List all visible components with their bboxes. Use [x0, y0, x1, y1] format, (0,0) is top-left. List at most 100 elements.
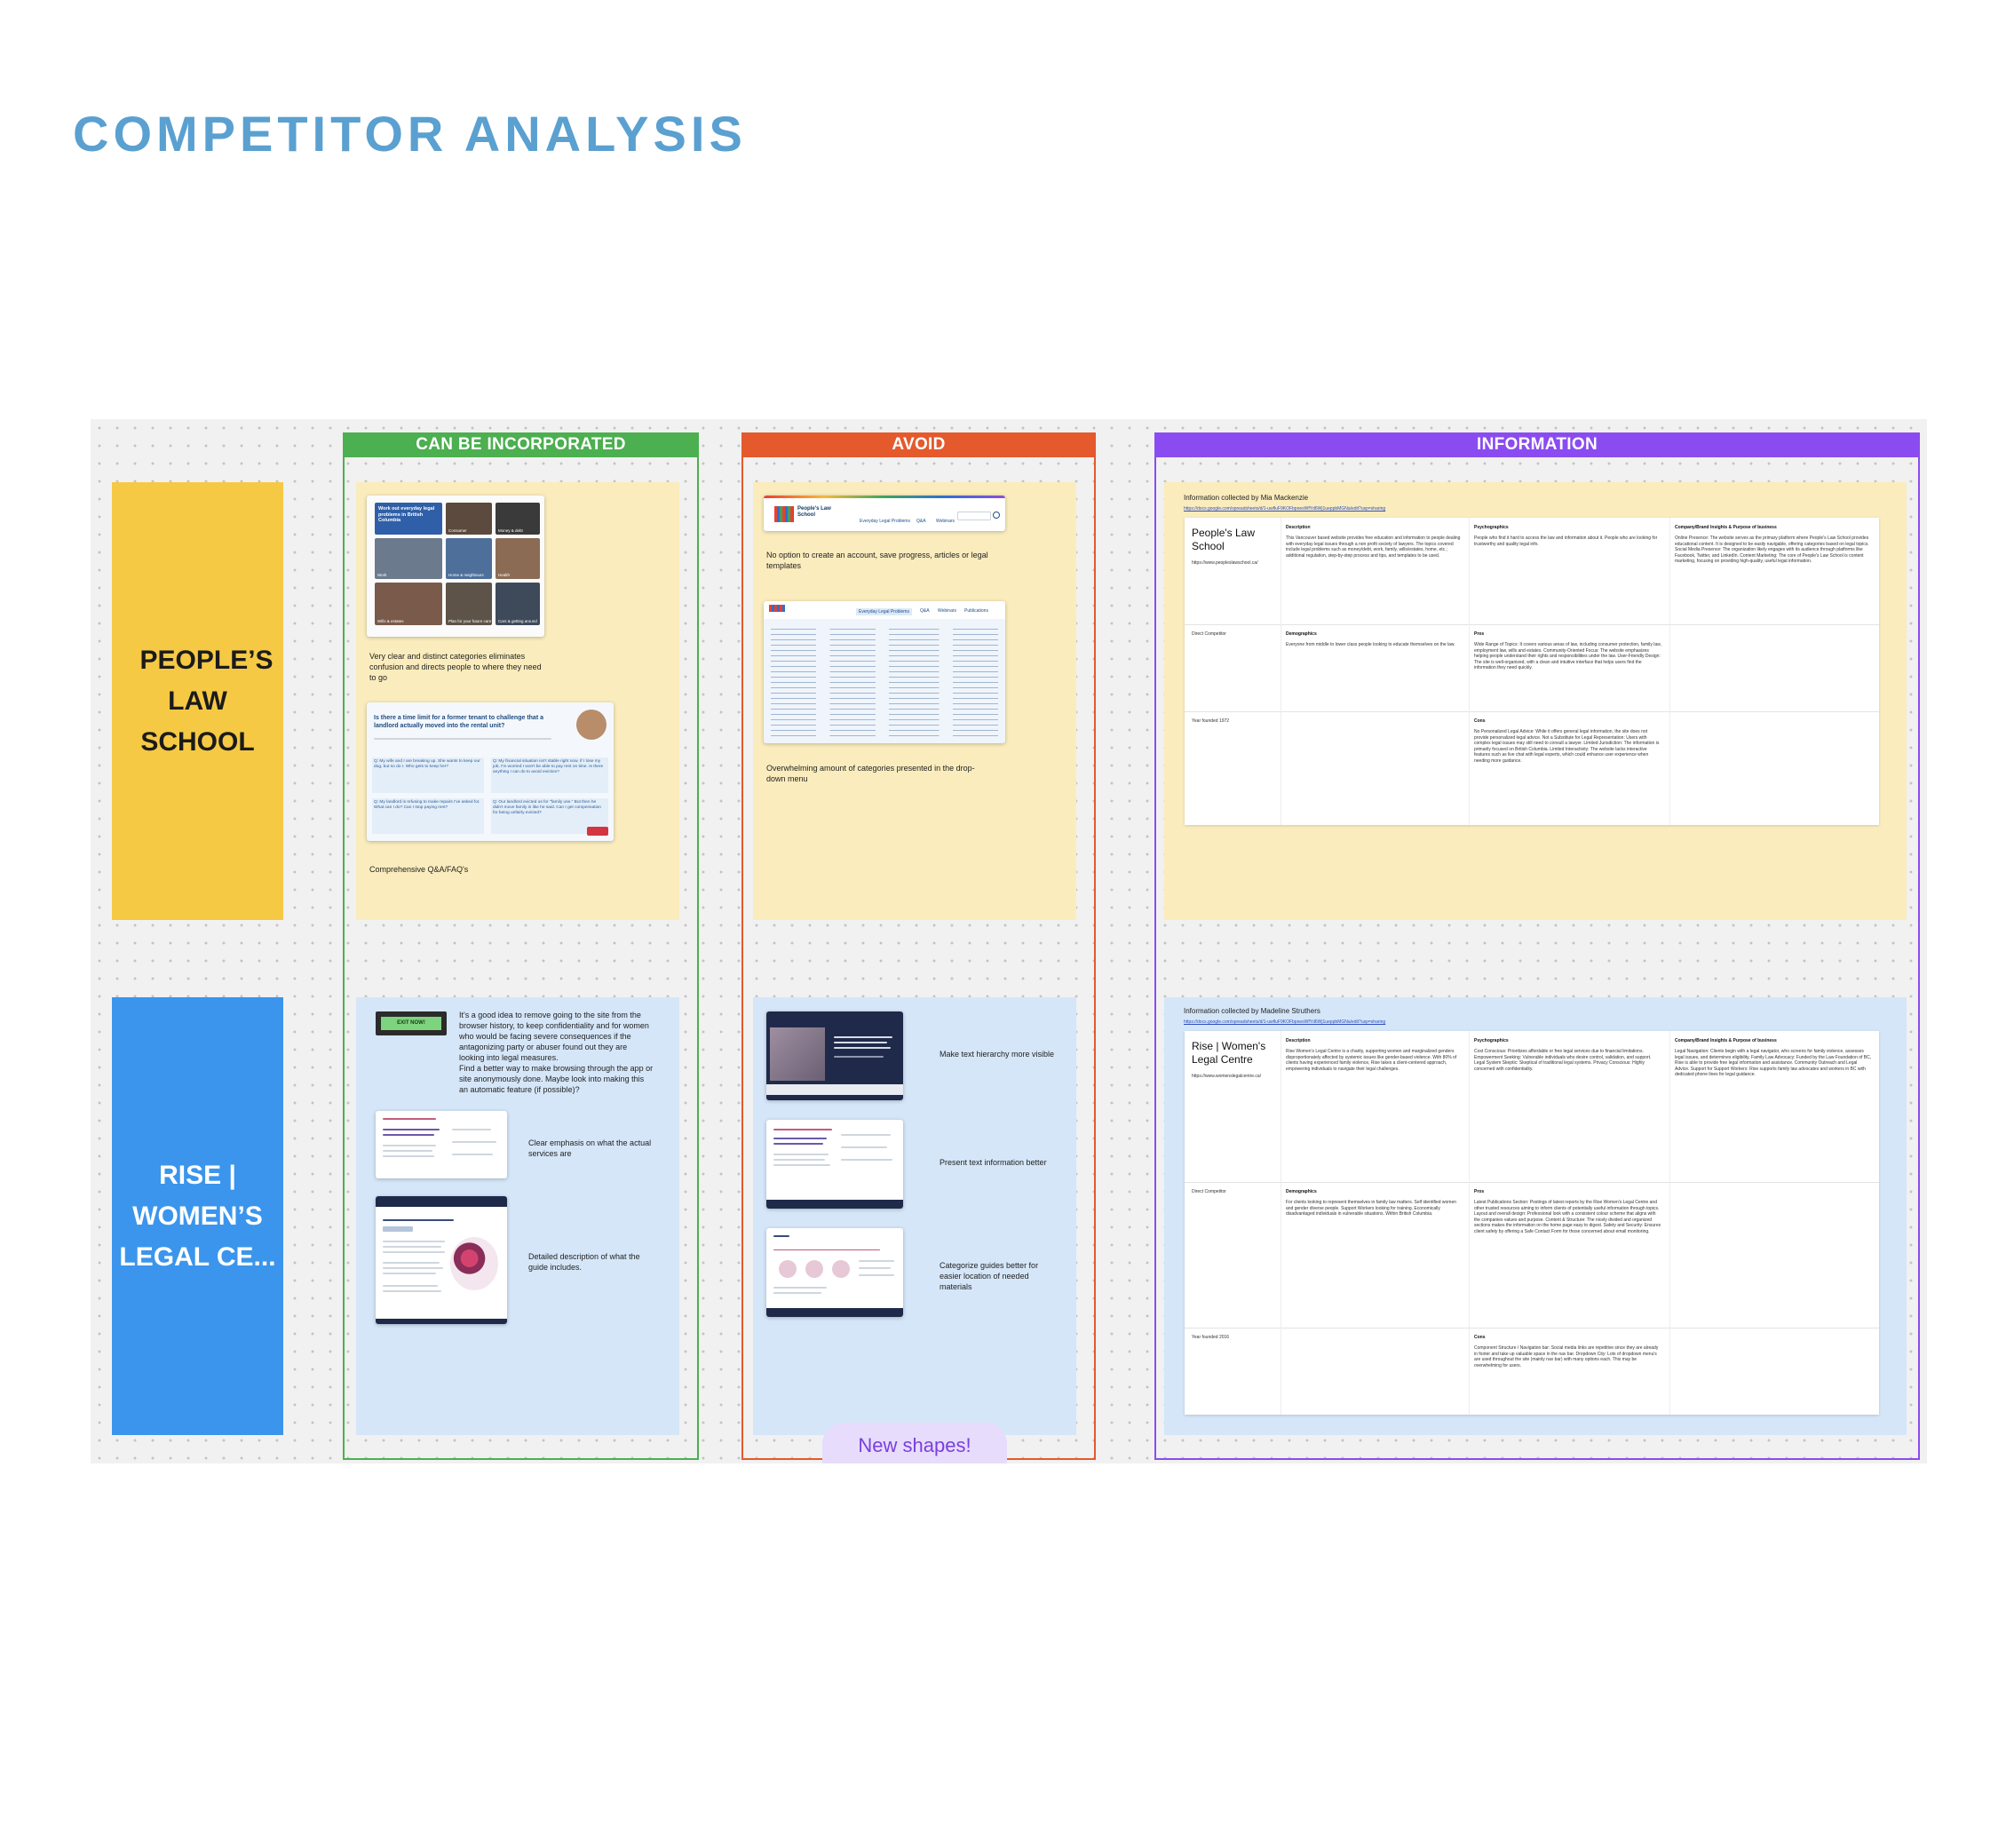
competitor-name: People's Law School	[1192, 527, 1256, 552]
pls-info-collected-by: Information collected by Mia Mackenzie	[1184, 494, 1309, 502]
tile-label: Plan for your future care	[448, 619, 492, 623]
text-footer-bar	[766, 1200, 903, 1209]
category-tile-future-care[interactable]: Plan for your future care	[446, 583, 492, 625]
exit-now-button-screenshot[interactable]: EXIT NOW!	[376, 1011, 447, 1035]
pls-dropdown-menu-screenshot[interactable]: Everyday Legal Problems Q&A Webinars Pub…	[764, 601, 1005, 743]
category-tile-wills[interactable]: Wills & estates	[375, 583, 442, 625]
cons-label: Cons	[1474, 1335, 1486, 1340]
pros-label: Pros	[1474, 631, 1485, 637]
pls-category-tiles-screenshot[interactable]: Work out everyday legal problems in Brit…	[367, 496, 544, 637]
guide-thumbnail	[805, 1260, 823, 1278]
row-label-peoples-law-school[interactable]: PEOPLE’S LAW SCHOOL	[112, 482, 283, 920]
pros-text: Wide Range of Topics: It covers various …	[1474, 642, 1661, 670]
cell-rise-incorporate[interactable]: EXIT NOW! It's a good idea to remove goi…	[356, 997, 679, 1435]
qa-item[interactable]: Q: My financial situation isn't stable r…	[491, 757, 608, 793]
headline-tile-text: Work out everyday legal problems in Brit…	[378, 506, 435, 523]
pls-incorporate-note-categories: Very clear and distinct categories elimi…	[369, 652, 542, 682]
brand-color-bar	[764, 496, 1005, 498]
rise-info-collected-by: Information collected by Madeline Struth…	[1184, 1007, 1320, 1015]
category-tile-cars[interactable]: Cars & getting around	[496, 583, 540, 625]
nav-item[interactable]: Q&A	[920, 608, 930, 614]
rise-avoid-note-categorize: Categorize guides better for easier loca…	[940, 1261, 1039, 1291]
description-text: Rise Women's Legal Centre is a charity, …	[1286, 1049, 1457, 1072]
pls-info-table[interactable]: People's Law School https://www.peoplesl…	[1185, 518, 1879, 825]
category-tile-money[interactable]: Money & debt	[496, 503, 540, 535]
category-tile-work[interactable]: Work	[375, 538, 442, 579]
logo-icon	[774, 506, 794, 522]
cell-rise-info[interactable]: Information collected by Madeline Struth…	[1164, 997, 1907, 1435]
rise-avoid-note-hierarchy: Make text hierarchy more visible	[940, 1050, 1055, 1059]
col-header-description: Description	[1286, 525, 1311, 530]
demographics-label: Demographics	[1286, 1189, 1317, 1194]
cons-label: Cons	[1474, 718, 1486, 724]
cons-text: No Personalized Legal Advice: While it o…	[1474, 729, 1660, 764]
tile-label: Home & neighbours	[448, 573, 484, 577]
nav-item[interactable]: Everyday Legal Problems	[856, 608, 912, 615]
nav-item[interactable]: Q&A	[916, 519, 926, 524]
nav-item[interactable]: Publications	[964, 608, 988, 614]
row-label-text: PEOPLE’S LAW SCHOOL	[139, 645, 274, 757]
logo-text: People's Law School	[797, 506, 831, 518]
qa-item[interactable]: Q: My wife and I are breaking up. She wa…	[372, 757, 484, 793]
avatar	[576, 710, 607, 740]
col-header-insights: Company/Brand Insights & Purpose of busi…	[1675, 525, 1777, 530]
pls-incorporate-note-qa: Comprehensive Q&A/FAQ's	[369, 865, 469, 874]
qa-item[interactable]: Q: My landlord is refusing to make repai…	[372, 798, 484, 834]
cell-pls-avoid[interactable]: People's Law School Everyday Legal Probl…	[753, 482, 1076, 920]
pls-info-link[interactable]: https://docs.google.com/spreadsheets/d/1…	[1184, 506, 1386, 512]
search-input[interactable]	[957, 512, 991, 520]
competitor-url[interactable]: https://www.peopleslawschool.ca/	[1192, 560, 1258, 566]
rise-text-screenshot[interactable]	[766, 1120, 903, 1209]
col-header-psychographics: Psychographics	[1474, 525, 1509, 530]
nav-item[interactable]: Everyday Legal Problems	[860, 519, 910, 524]
new-shapes-badge[interactable]: New shapes!	[822, 1423, 1007, 1463]
row-label-rise[interactable]: RISE | WOMEN’S LEGAL CE...	[112, 997, 283, 1435]
rise-services-screenshot[interactable]	[376, 1111, 507, 1178]
col-header-psychographics: Psychographics	[1474, 1038, 1509, 1043]
cell-pls-incorporate[interactable]: Work out everyday legal problems in Brit…	[356, 482, 679, 920]
section-header-avoid[interactable]: AVOID	[741, 432, 1096, 457]
qa-title: Is there a time limit for a former tenan…	[374, 715, 543, 729]
tile-label: Consumer	[448, 528, 467, 533]
nav-item[interactable]: Webinars	[936, 519, 955, 524]
rise-guides-screenshot[interactable]	[766, 1228, 903, 1317]
rise-guide-screenshot[interactable]	[376, 1196, 507, 1324]
pls-qa-screenshot[interactable]: Is there a time limit for a former tenan…	[367, 702, 614, 841]
rise-info-table[interactable]: Rise | Women's Legal Centre https://www.…	[1185, 1031, 1879, 1415]
rise-info-link[interactable]: https://docs.google.com/spreadsheets/d/1…	[1184, 1019, 1386, 1025]
competitor-url[interactable]: https://www.womenslegalcentre.ca/	[1192, 1074, 1262, 1079]
section-header-information[interactable]: INFORMATION	[1154, 432, 1920, 457]
category-tile-health[interactable]: Health	[496, 538, 540, 579]
rise-hero-screenshot[interactable]	[766, 1011, 903, 1100]
pros-label: Pros	[1474, 1189, 1485, 1194]
exit-now-button[interactable]: EXIT NOW!	[381, 1017, 441, 1030]
search-icon[interactable]	[993, 512, 1000, 519]
tile-label: Wills & estates	[377, 619, 404, 623]
year-founded: Year founded 2016	[1192, 1335, 1230, 1340]
category-tile-consumer[interactable]: Consumer	[446, 503, 492, 535]
tile-label: Money & debt	[498, 528, 523, 533]
cell-rise-avoid[interactable]: Make text hierarchy more visible Present…	[753, 997, 1076, 1435]
pls-header-screenshot[interactable]: People's Law School Everyday Legal Probl…	[764, 496, 1005, 531]
tile-label: Cars & getting around	[498, 619, 537, 623]
pros-text: Latest Publications Section: Postings of…	[1474, 1200, 1661, 1234]
demographics-text: Everyone from middle to lower class peop…	[1286, 642, 1455, 647]
hero-cta-bar	[766, 1084, 903, 1095]
section-can-be-incorporated[interactable]: CAN BE INCORPORATED	[343, 432, 699, 1460]
cell-pls-info[interactable]: Information collected by Mia Mackenzie h…	[1164, 482, 1907, 920]
guide-header-bar	[376, 1196, 507, 1207]
guide-thumbnail	[832, 1260, 850, 1278]
row-label-text: RISE | WOMEN’S LEGAL CE...	[119, 1160, 276, 1272]
pls-avoid-note-account: No option to create an account, save pro…	[766, 551, 988, 570]
col-header-insights: Company/Brand Insights & Purpose of busi…	[1675, 1038, 1777, 1043]
nav-item[interactable]: Webinars	[938, 608, 957, 614]
section-header-can-be-incorporated[interactable]: CAN BE INCORPORATED	[343, 432, 699, 457]
guides-footer-bar	[766, 1308, 903, 1317]
chat-button[interactable]	[587, 827, 608, 836]
category-tile-home[interactable]: Home & neighbours	[446, 538, 492, 579]
guide-footer-bar	[376, 1319, 507, 1324]
headline-tile: Work out everyday legal problems in Brit…	[375, 503, 442, 535]
section-information[interactable]: INFORMATION	[1154, 432, 1920, 1460]
psychographics-text: Cost Conscious: Prioritizes affordable o…	[1474, 1049, 1652, 1072]
competitor-type: Direct Competitor	[1192, 631, 1226, 637]
